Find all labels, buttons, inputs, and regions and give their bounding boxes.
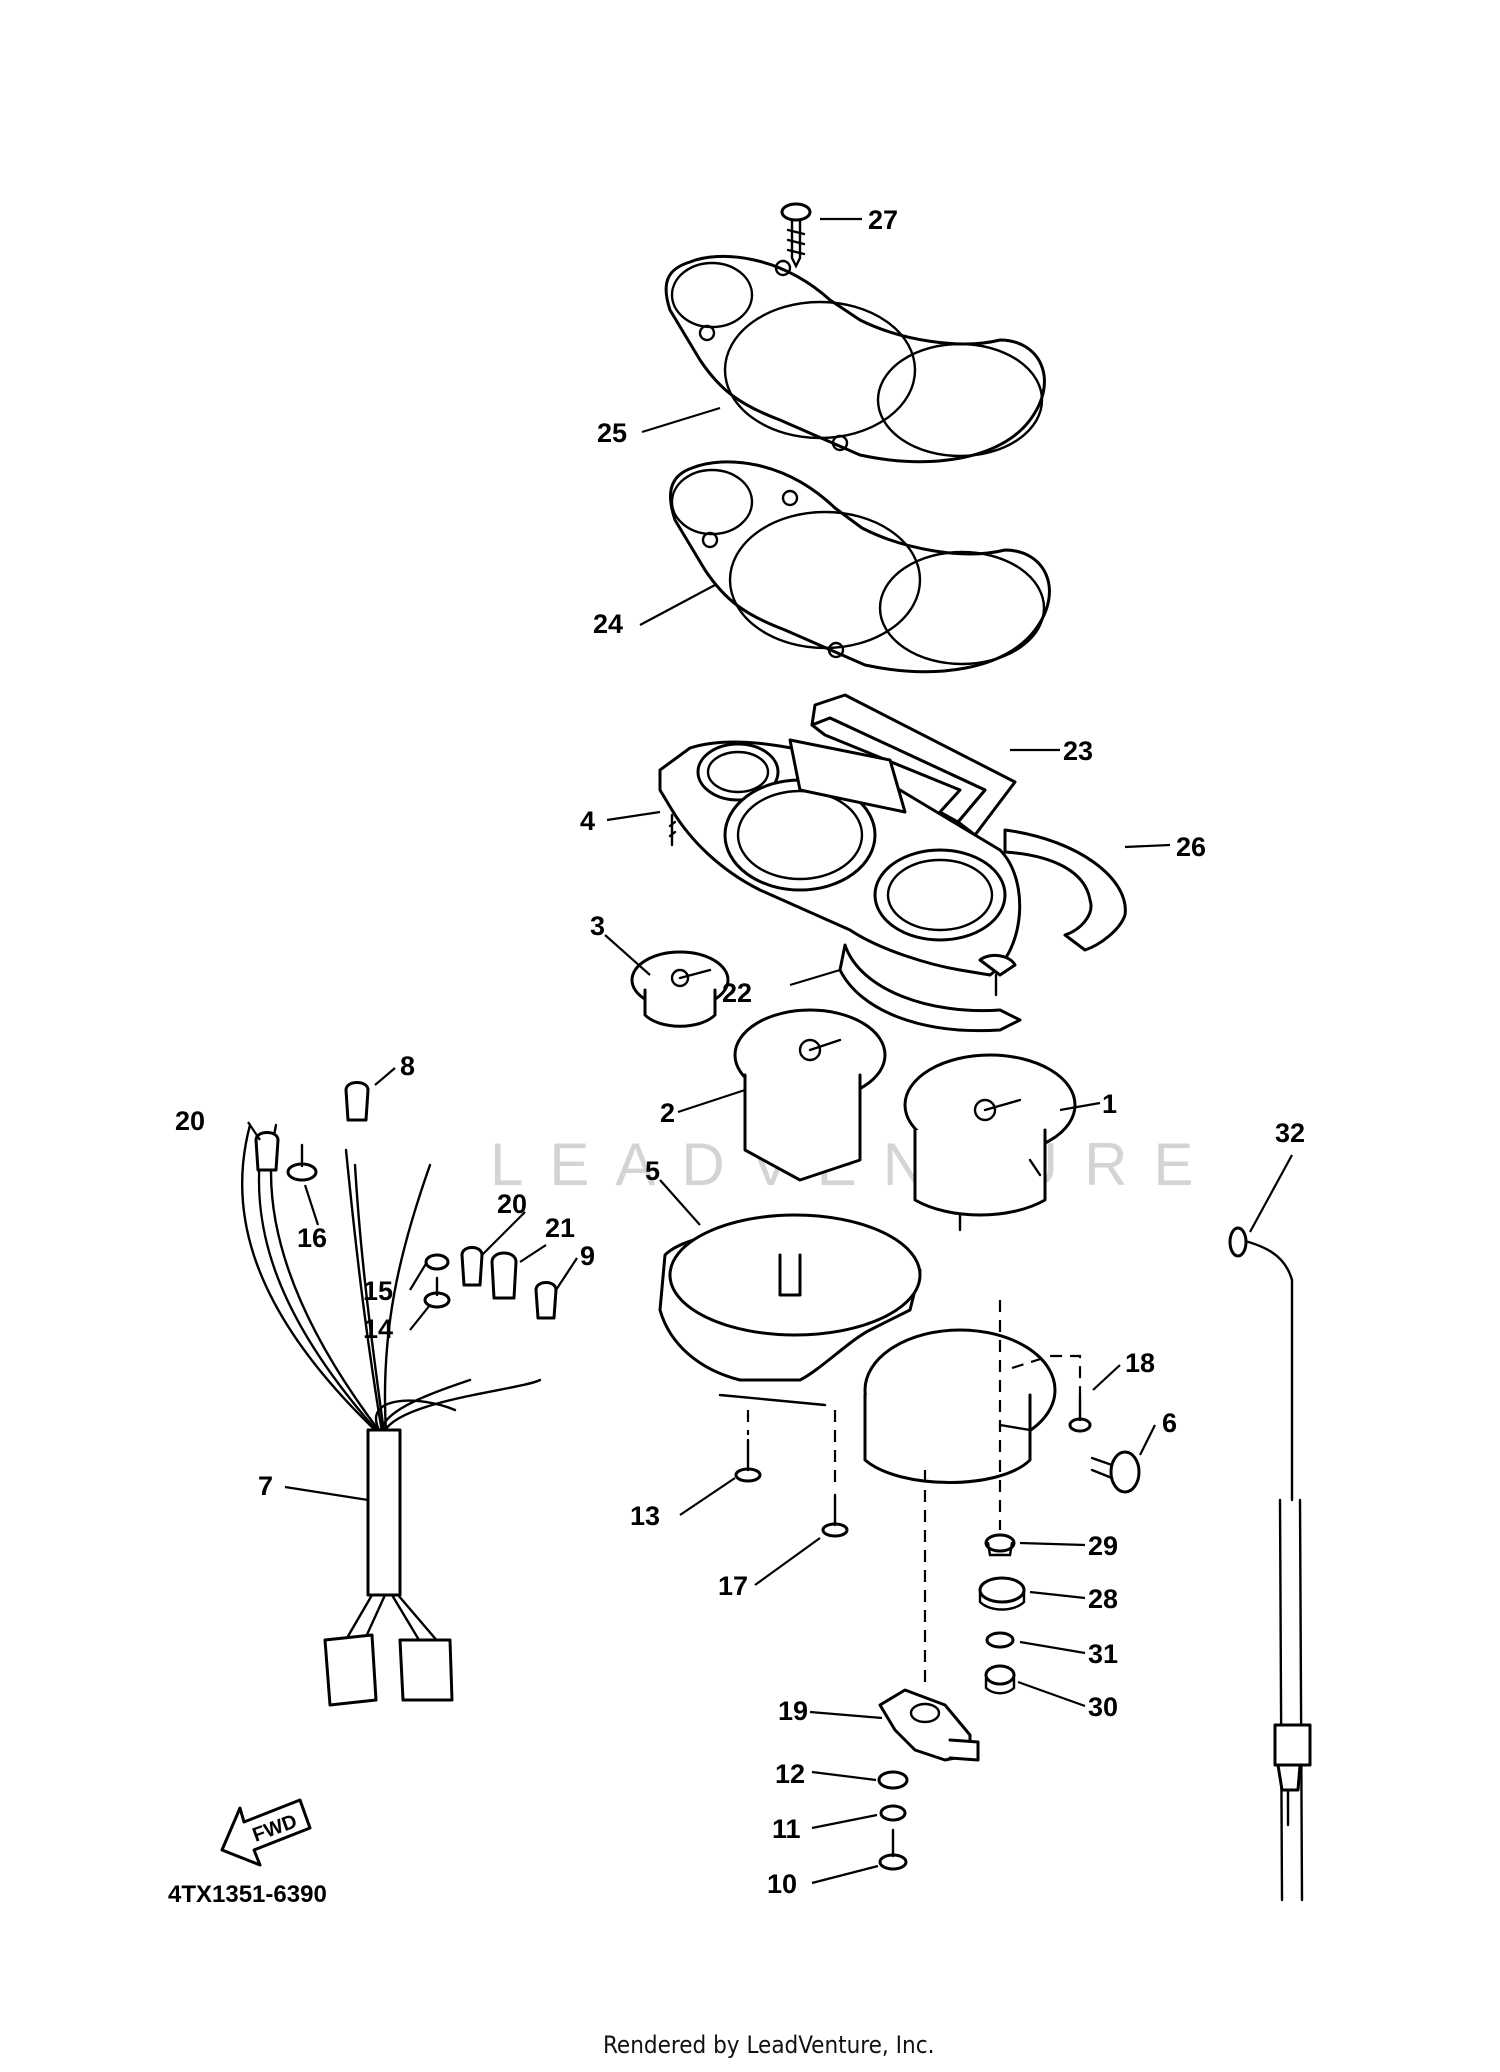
part-10-bolt: [878, 1828, 908, 1871]
part-29-collar: [984, 1533, 1016, 1557]
part-8-bulb: [344, 1081, 370, 1122]
callout-31: 31: [1088, 1639, 1118, 1669]
callout-14: 14: [363, 1314, 393, 1344]
part-17-screw: [821, 1493, 849, 1538]
part-1-speedometer: [903, 1053, 1077, 1232]
callout-17: 17: [718, 1571, 748, 1601]
part-11-washer: [879, 1804, 907, 1822]
part-25-bezel-plate: [664, 254, 1046, 464]
part-4-meter-case: [658, 738, 1022, 997]
callout-28: 28: [1088, 1584, 1118, 1614]
callout-12: 12: [775, 1759, 805, 1789]
part-23-foam-pad: [810, 693, 1017, 837]
figure-code: 4TX1351-6390: [168, 1881, 327, 1908]
callout-1: 1: [1102, 1089, 1117, 1119]
fwd-arrow-icon: FWD: [220, 1798, 312, 1867]
callout-24: 24: [593, 609, 623, 639]
part-26-ring-segment: [1003, 828, 1127, 952]
callout-32: 32: [1275, 1118, 1305, 1148]
part-5-meter-housing: [658, 1213, 1057, 1484]
callout-5: 5: [645, 1156, 660, 1186]
part-28-grommet: [978, 1576, 1026, 1611]
part-30-nut: [984, 1664, 1016, 1695]
part-32-meter-cable: [1228, 1226, 1312, 1902]
callout-21: 21: [545, 1213, 575, 1243]
callout-8: 8: [400, 1051, 415, 1081]
callout-10: 10: [767, 1869, 797, 1899]
part-18-screw: [1068, 1393, 1092, 1433]
part-31-washer: [985, 1631, 1015, 1649]
callout-4: 4: [580, 806, 595, 836]
part-20-bulb-lower: [460, 1246, 484, 1287]
part-21-bulb: [490, 1251, 518, 1300]
callout-18: 18: [1125, 1348, 1155, 1378]
part-22-ring-segment: [838, 943, 1022, 1033]
part-3-small-gauge: [630, 950, 730, 1028]
part-27-screw: [780, 202, 812, 269]
callout-27: 27: [868, 205, 898, 235]
callout-26: 26: [1176, 832, 1206, 862]
render-credit: Rendered by LeadVenture, Inc.: [603, 2031, 934, 2059]
part-14-screw: [423, 1276, 451, 1309]
callout-22: 22: [722, 978, 752, 1008]
callout-7: 7: [258, 1471, 273, 1501]
callout-19: 19: [778, 1696, 808, 1726]
callout-23: 23: [1063, 736, 1093, 766]
part-15-washer: [424, 1253, 450, 1271]
callout-30: 30: [1088, 1692, 1118, 1722]
callout-15: 15: [363, 1276, 393, 1306]
part-12-washer: [877, 1770, 909, 1790]
callout-11: 11: [772, 1814, 801, 1844]
part-2-tachometer: [733, 1008, 887, 1182]
callout-13: 13: [630, 1501, 660, 1531]
callout-20-upper: 20: [175, 1106, 205, 1136]
callout-16: 16: [297, 1223, 327, 1253]
callout-2: 2: [660, 1098, 675, 1128]
callout-20-lower: 20: [497, 1189, 527, 1219]
callout-25: 25: [597, 418, 627, 448]
part-24-gasket-plate: [669, 460, 1051, 674]
callout-9: 9: [580, 1241, 595, 1271]
callout-3: 3: [590, 911, 605, 941]
part-13-screw: [734, 1438, 762, 1483]
part-7-wire-harness: [240, 1123, 542, 1707]
part-9-bulb: [534, 1281, 558, 1320]
leader-lines: [247, 217, 1293, 1885]
part-19-bracket: [878, 1688, 980, 1762]
callout-6: 6: [1162, 1408, 1177, 1438]
callout-labels: 27 25 24 23 4 26 3 22 8 20 2 1 32 5 16 2…: [175, 205, 1305, 1899]
part-16-screw: [286, 1143, 318, 1182]
callout-29: 29: [1088, 1531, 1118, 1561]
part-6-knob: [1090, 1450, 1141, 1494]
